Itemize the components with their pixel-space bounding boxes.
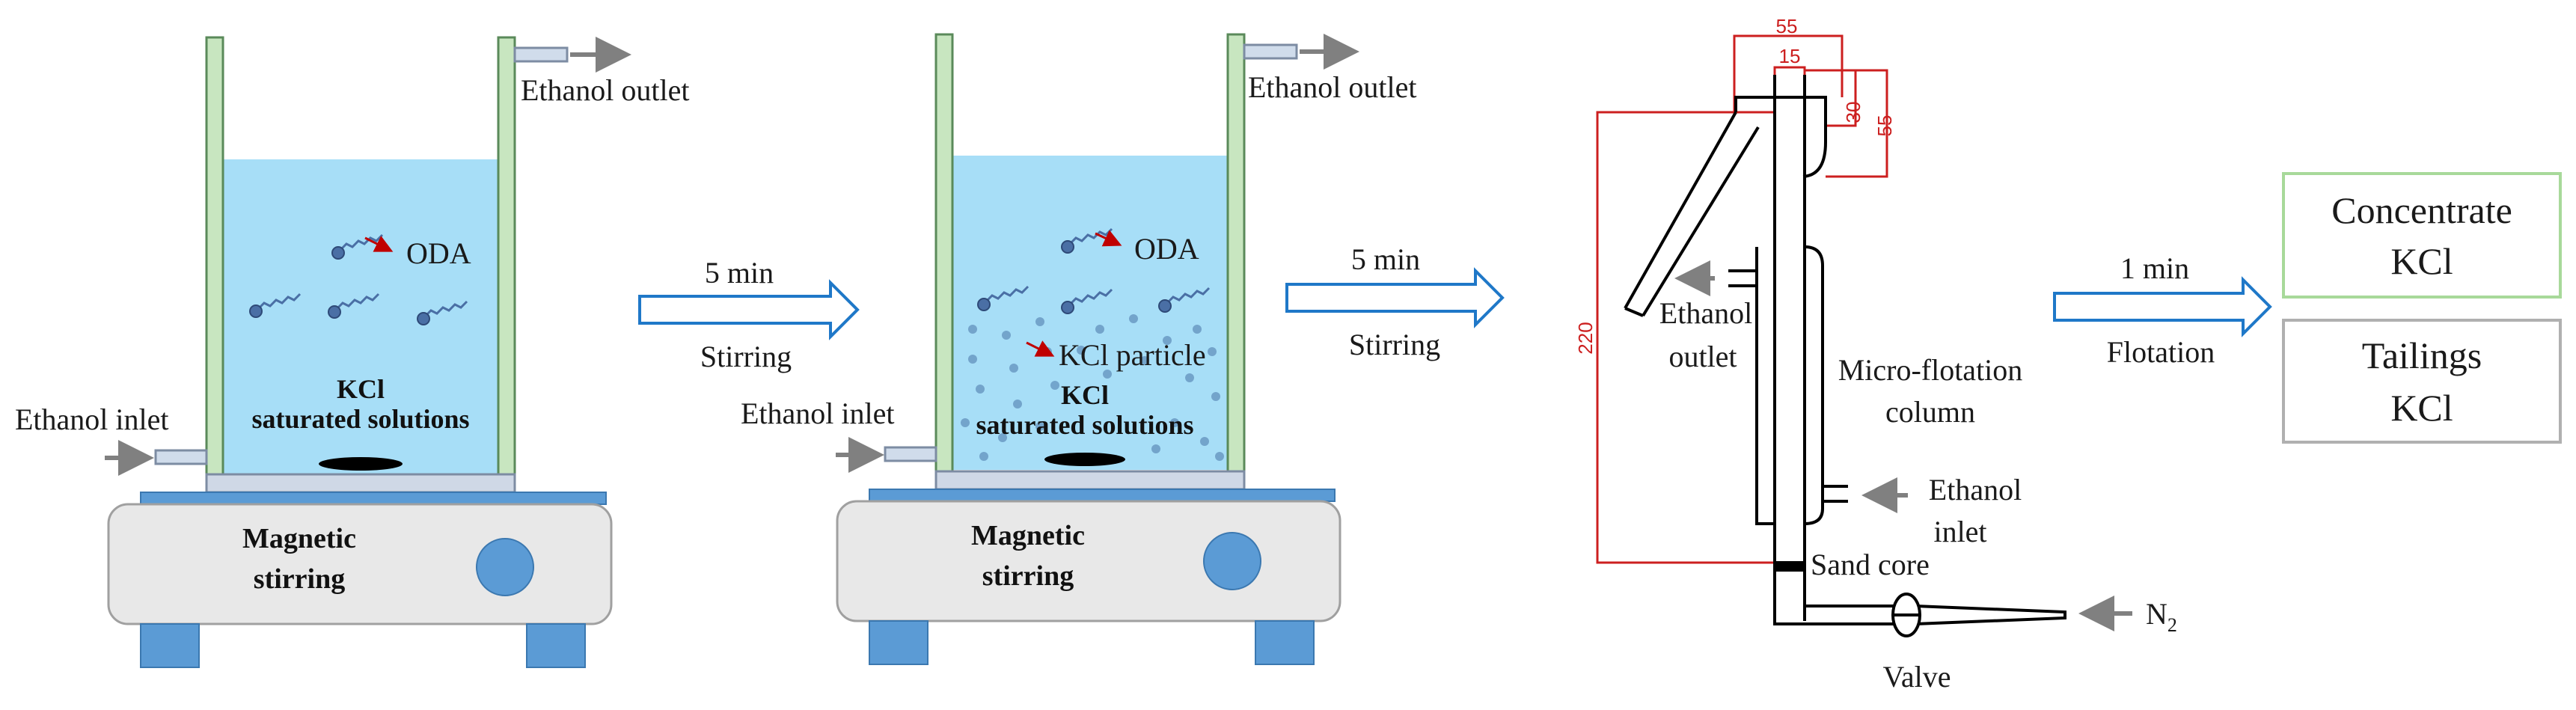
kcl-particle-pointer-arrow bbox=[1026, 340, 1055, 357]
kcl-particle-label: KCl particle bbox=[1059, 338, 1206, 372]
concentrate-label-line1: Concentrate bbox=[2331, 189, 2512, 231]
stirrer-foot-left bbox=[140, 623, 200, 668]
stirrer-foot-left bbox=[869, 620, 928, 665]
step-3-transition: 1 min Flotation bbox=[2053, 251, 2272, 369]
concentrate-box bbox=[2282, 172, 2562, 299]
solution-label-line1: KCl bbox=[1061, 380, 1109, 410]
dim-cup-height: 55 bbox=[1873, 115, 1896, 137]
tailings-box bbox=[2282, 319, 2562, 444]
ethanol-outlet-pipe bbox=[1243, 43, 1298, 60]
stirrer-knob bbox=[476, 538, 534, 596]
step-1-time: 5 min bbox=[705, 256, 774, 290]
panel-1-setup: Ethanol outlet Ethanol inlet ODA KCl sat… bbox=[15, 36, 690, 668]
ethanol-inlet-pipe bbox=[884, 446, 937, 462]
products: Concentrate KCl Tailings KCl bbox=[2282, 172, 2562, 444]
gas-subscript: 2 bbox=[2167, 614, 2177, 636]
beaker-left-wall bbox=[934, 33, 954, 477]
stir-bar bbox=[319, 457, 403, 471]
stirrer-top-plate bbox=[869, 489, 1336, 502]
beaker-left-wall bbox=[205, 36, 224, 480]
stirrer-foot-right bbox=[526, 623, 586, 668]
step-1-arrow bbox=[638, 279, 860, 340]
dim-inner-width: 15 bbox=[1779, 45, 1801, 67]
beaker-right-wall bbox=[1226, 33, 1246, 477]
gas-symbol: N bbox=[2146, 597, 2167, 631]
step-2-arrow bbox=[1285, 267, 1505, 328]
column-glassware bbox=[1624, 75, 2066, 625]
beaker-base bbox=[205, 473, 516, 494]
column-name-line2: column bbox=[1885, 395, 1975, 429]
beaker-right-wall bbox=[497, 36, 516, 480]
ethanol-inlet-pipe bbox=[154, 449, 208, 465]
stirrer-label-line1: Magnetic bbox=[242, 523, 356, 554]
gas-label: N2 bbox=[2146, 597, 2177, 636]
stir-bar bbox=[1044, 453, 1125, 466]
oda-molecules bbox=[985, 227, 1211, 306]
step-1-transition: 5 min Stirring bbox=[638, 256, 860, 373]
micro-flotation-column-drawing: 55 15 30 55 220 bbox=[1574, 15, 2177, 694]
ethanol-inlet-label: Ethanol inlet bbox=[15, 403, 169, 436]
solution-label-line2: saturated solutions bbox=[976, 410, 1193, 440]
stirrer-foot-right bbox=[1255, 620, 1315, 665]
beaker-base bbox=[934, 470, 1246, 491]
dim-total-height: 220 bbox=[1574, 322, 1597, 354]
stirrer-label-line1: Magnetic bbox=[971, 520, 1085, 551]
valve-label: Valve bbox=[1882, 660, 1951, 694]
oda-label: ODA bbox=[1134, 232, 1199, 266]
step-1-action: Stirring bbox=[700, 340, 792, 373]
sand-core bbox=[1775, 561, 1805, 572]
ethanol-outlet-label: Ethanol outlet bbox=[1248, 70, 1417, 104]
panel-2-setup: Ethanol outlet Ethanol inlet ODA bbox=[741, 33, 1417, 665]
oda-heads bbox=[977, 240, 1172, 314]
step-3-action: Flotation bbox=[2107, 335, 2215, 369]
valve-icon bbox=[1891, 593, 1921, 637]
solution-label-line1: KCl bbox=[337, 374, 385, 404]
concentrate-label-line2: KCl bbox=[2390, 240, 2453, 282]
dim-cup-depth: 30 bbox=[1842, 102, 1864, 123]
oda-label: ODA bbox=[406, 236, 471, 270]
kcl-suspension-liquid bbox=[950, 156, 1229, 470]
oda-pointer-arrow bbox=[364, 236, 394, 252]
stirrer-knob bbox=[1203, 532, 1261, 590]
stirrer-label-line2: stirring bbox=[254, 563, 345, 595]
column-inlet-label-line1: Ethanol bbox=[1929, 473, 2022, 507]
ethanol-inlet-label: Ethanol inlet bbox=[741, 397, 895, 430]
column-inlet-label-line2: inlet bbox=[1933, 515, 1986, 548]
ethanol-outlet-pipe bbox=[513, 46, 569, 63]
ethanol-outlet-label: Ethanol outlet bbox=[521, 73, 690, 107]
stirrer-body bbox=[836, 500, 1341, 622]
oda-pointer-arrow bbox=[1095, 230, 1122, 247]
step-2-transition: 5 min Stirring bbox=[1285, 242, 1505, 361]
column-outlet-label-line2: outlet bbox=[1668, 340, 1737, 373]
step-2-action: Stirring bbox=[1349, 328, 1440, 361]
tailings-label-line1: Tailings bbox=[2362, 334, 2482, 376]
column-name-line1: Micro-flotation bbox=[1838, 353, 2023, 387]
stirrer-body bbox=[107, 503, 613, 625]
sand-core-label: Sand core bbox=[1811, 548, 1930, 581]
step-3-arrow bbox=[2053, 276, 2272, 337]
oda-heads bbox=[249, 246, 430, 325]
solution-label-line2: saturated solutions bbox=[251, 404, 469, 434]
step-2-time: 5 min bbox=[1351, 242, 1420, 276]
kcl-solution-liquid bbox=[221, 159, 499, 474]
tailings-label-line2: KCl bbox=[2390, 387, 2453, 429]
stirrer-label-line2: stirring bbox=[982, 560, 1074, 592]
dim-top-width: 55 bbox=[1776, 15, 1798, 37]
column-outlet-label-line1: Ethanol bbox=[1659, 296, 1752, 330]
stirrer-top-plate bbox=[140, 492, 607, 505]
step-3-time: 1 min bbox=[2120, 251, 2189, 285]
